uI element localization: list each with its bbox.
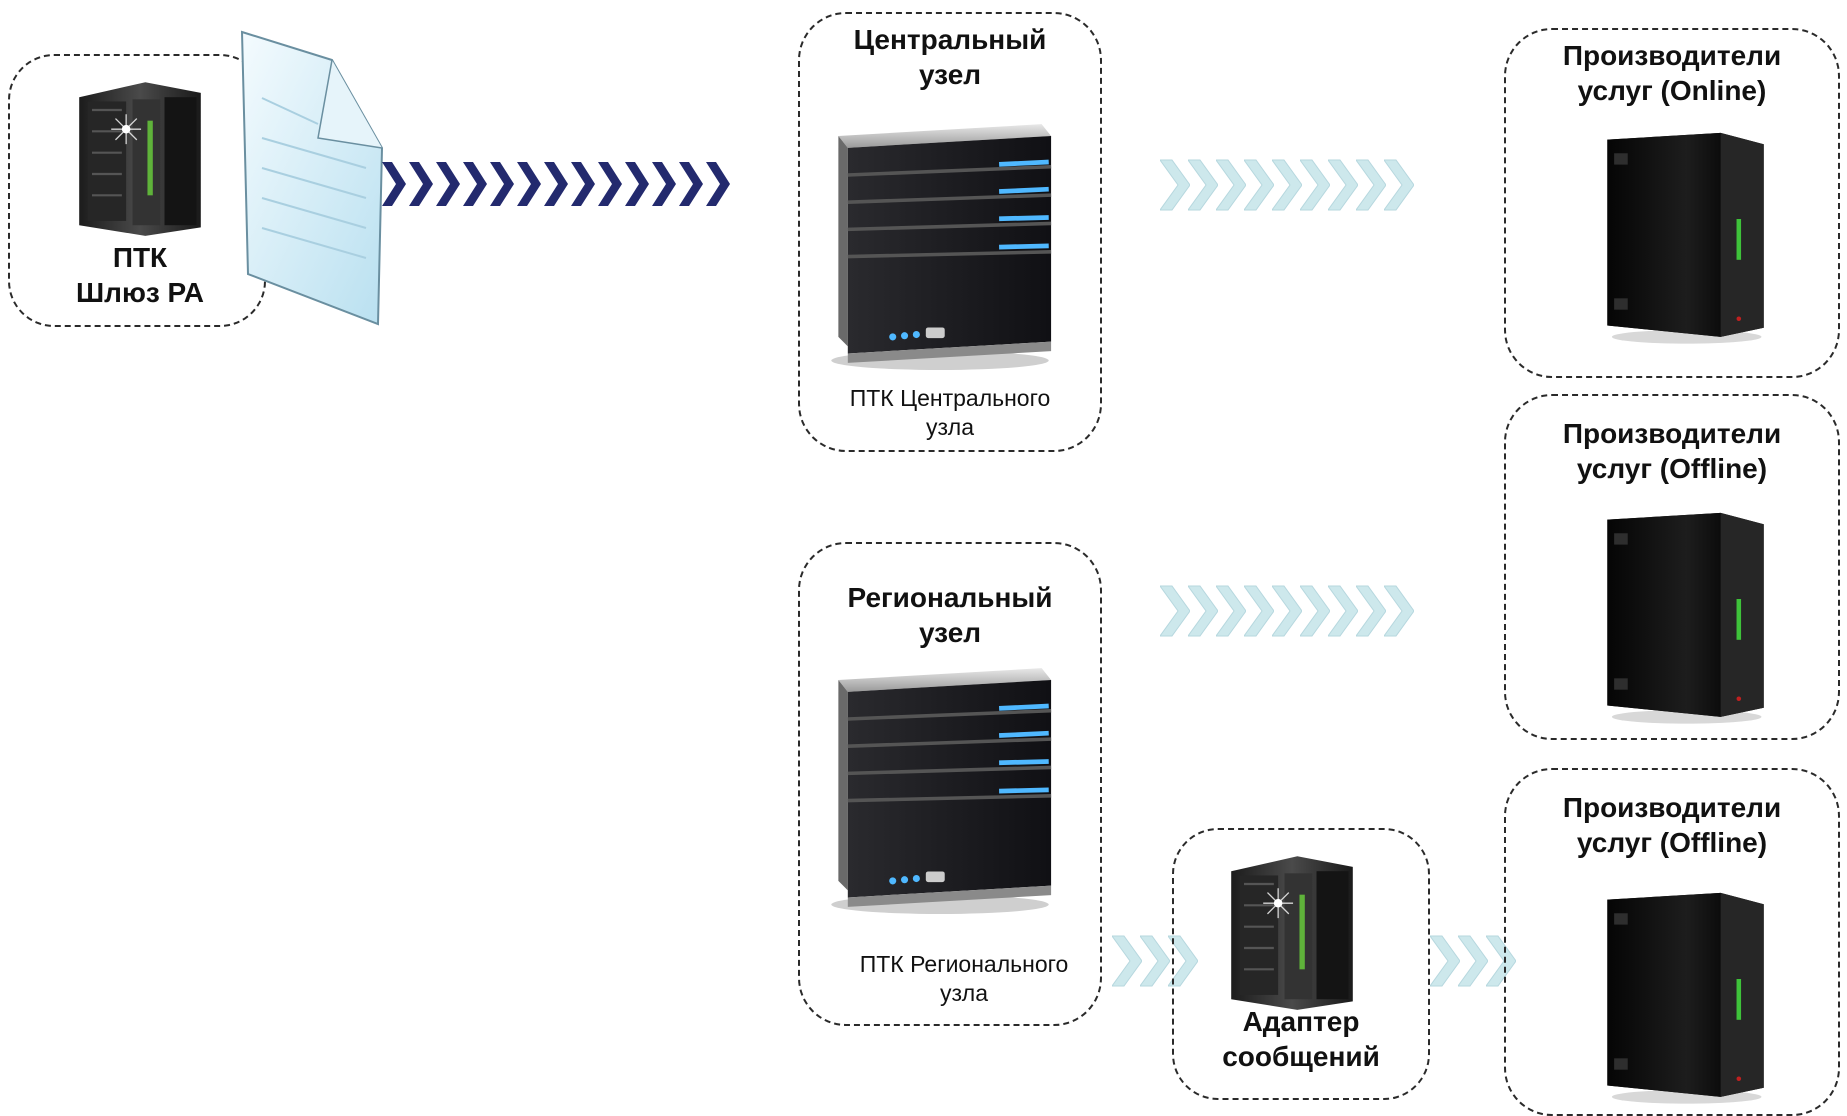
central-node-title: Центральный узел [853,24,1047,90]
document-icon [240,30,384,326]
provider-offline-title: Производители услуг (Offline) [1562,418,1782,484]
chevron-icon [1328,585,1358,637]
central-node [798,12,1102,452]
main-flow-arrow-chevrons [382,162,730,206]
chevron-icon [544,162,568,206]
black-server-icon [1607,132,1764,344]
central-to-online-arrow-chevrons [1160,159,1414,211]
regional-node-title: Региональный узел [847,582,1053,648]
chevron-icon [1356,159,1386,211]
regional-node [798,542,1102,1026]
chevron-icon [1216,585,1246,637]
chevron-icon [1272,585,1302,637]
provider-online-node [1504,28,1840,378]
chevron-icon [1272,159,1302,211]
provider-offline-node [1504,394,1840,740]
chevron-icon [382,162,406,206]
chevron-icon [1458,935,1488,987]
chevron-icon [1244,159,1274,211]
regional-to-offline-arrow [1160,584,1436,640]
chevron-icon [1160,159,1190,211]
provider-online-title: Производители услуг (Online) [1562,40,1782,106]
chevron-icon [1300,159,1330,211]
tower-server-icon [820,654,1060,914]
chevron-icon [1188,159,1218,211]
chevron-icon [1384,585,1414,637]
chevron-icon [1140,935,1170,987]
chevron-icon [625,162,649,206]
chevron-icon [409,162,433,206]
chevron-icon [490,162,514,206]
chevron-icon [598,162,622,206]
tower-server-icon [820,110,1060,370]
chevron-icon [517,162,541,206]
chevron-icon [1356,585,1386,637]
regional-to-offline-arrow-chevrons [1160,585,1414,637]
provider-offline-node [1504,768,1840,1116]
central-node-caption: ПТК Центрального узла [849,385,1051,440]
black-server-icon [1607,512,1764,724]
chevron-icon [1328,159,1358,211]
rack-server-icon [1230,855,1354,1011]
chevron-icon [706,162,730,206]
chevron-icon [571,162,595,206]
chevron-icon [1300,585,1330,637]
chevron-icon [652,162,676,206]
provider-offline-title: Производители услуг (Offline) [1562,792,1782,858]
main-flow-arrow [382,160,752,208]
black-server-icon [1607,892,1764,1104]
chevron-icon [436,162,460,206]
chevron-icon [1430,935,1460,987]
chevron-icon [1188,585,1218,637]
regional-node-caption: ПТК Регионального узла [859,951,1069,1006]
adapter-node [1172,828,1430,1100]
central-to-online-arrow [1160,158,1436,214]
chevron-icon [679,162,703,206]
chevron-icon [1384,159,1414,211]
gateway-label: ПТК Шлюз РА [76,242,204,308]
chevron-icon [1160,585,1190,637]
chevron-icon [1216,159,1246,211]
chevron-icon [463,162,487,206]
rack-server-icon [78,81,202,237]
adapter-label: Адаптер сообщений [1222,1006,1380,1072]
chevron-icon [1244,585,1274,637]
chevron-icon [1112,935,1142,987]
